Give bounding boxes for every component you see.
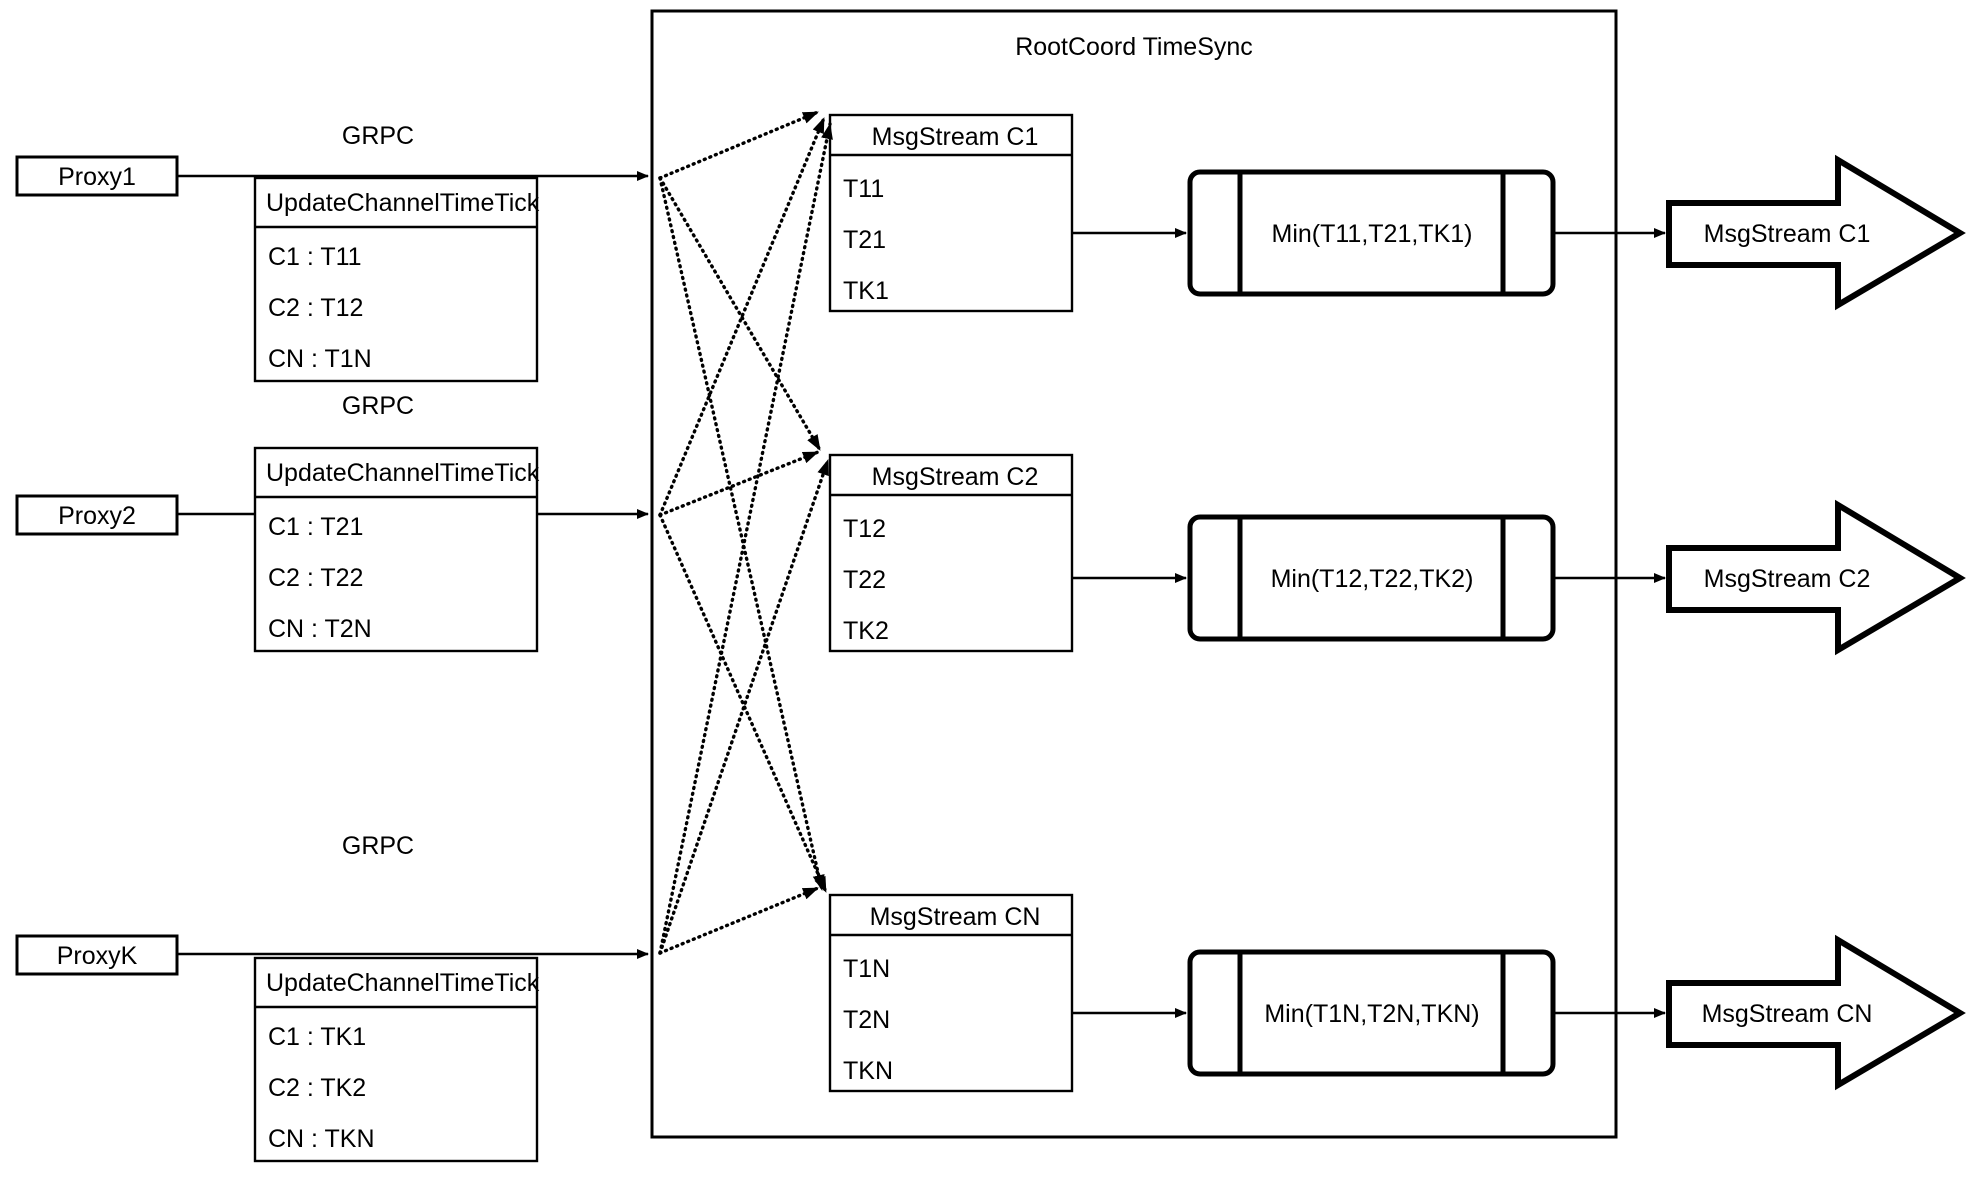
min-box-2 <box>1187 514 1556 642</box>
output-block-arrow-1 <box>1666 154 1966 311</box>
min-box-3 <box>1187 949 1556 1077</box>
proxy-box-1[interactable] <box>15 155 179 197</box>
dispatch-edge-3-to-c2 <box>658 458 830 955</box>
msgstream-box-2 <box>828 453 1074 653</box>
dispatch-edge-3-to-cn <box>658 886 820 955</box>
tick-box-3 <box>253 956 539 1163</box>
dispatch-edge-1-to-cn <box>658 176 825 892</box>
tick-box-2 <box>253 446 539 653</box>
dispatch-edge-2-to-c2 <box>658 450 820 517</box>
proxy-box-3[interactable] <box>15 934 179 976</box>
msgstream-box-1 <box>828 113 1074 313</box>
dispatch-edge-1-to-c1 <box>658 110 820 180</box>
min-box-1 <box>1187 169 1556 297</box>
timetick-dispatch-edges <box>658 110 833 955</box>
dispatch-edge-1-to-c2 <box>658 176 822 452</box>
msgstream-box-3 <box>828 893 1074 1093</box>
proxy-box-2[interactable] <box>15 494 179 536</box>
output-block-arrow-2 <box>1666 499 1966 656</box>
tick-box-1 <box>253 176 539 383</box>
dispatch-edge-2-to-c1 <box>658 116 826 517</box>
dispatch-edge-2-to-cn <box>658 513 828 894</box>
output-block-arrow-3 <box>1666 934 1966 1091</box>
